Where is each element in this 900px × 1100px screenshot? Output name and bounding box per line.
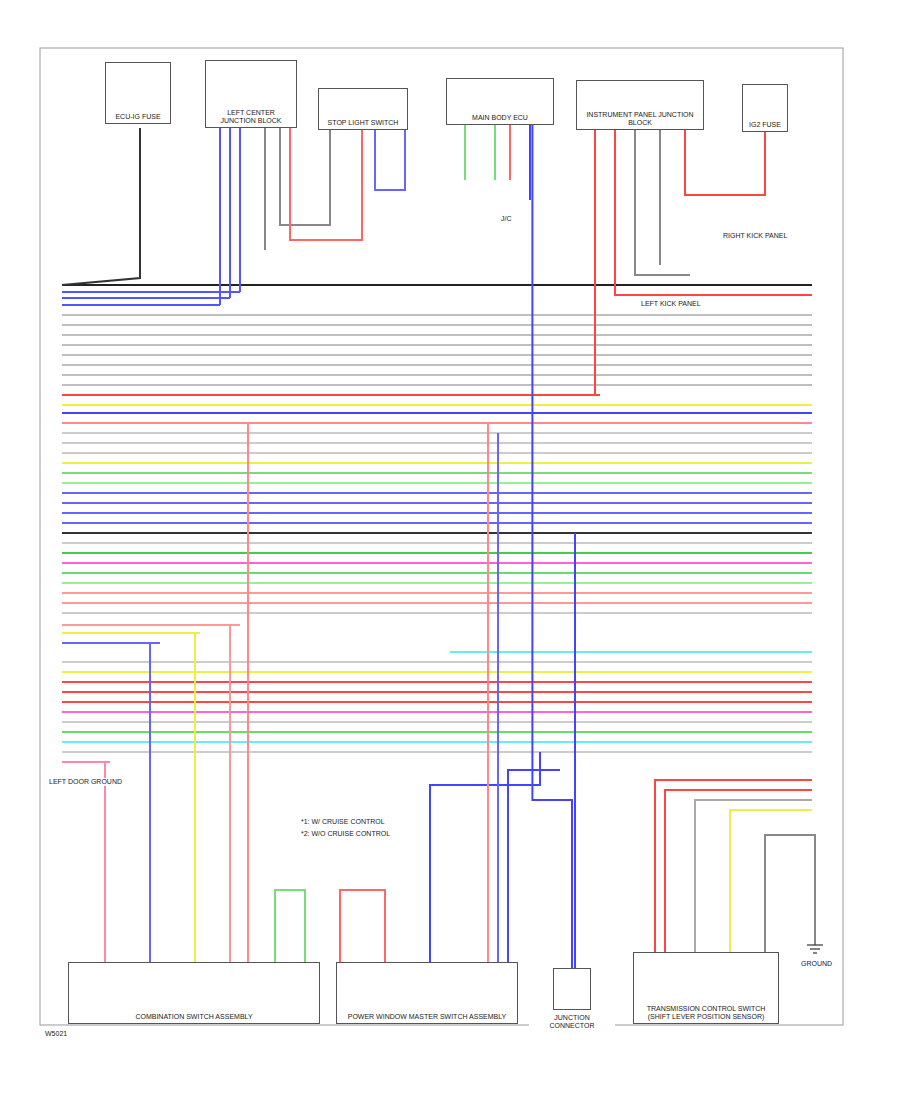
wiring-note: W5021	[44, 1030, 68, 1038]
wiring-note: RIGHT KICK PANEL	[722, 232, 788, 240]
wiring-note: LEFT KICK PANEL	[640, 300, 702, 308]
component-name: ECU-IG FUSE	[106, 111, 170, 123]
ground-symbol	[807, 945, 823, 953]
component-box: COMBINATION SWITCH ASSEMBLY	[68, 962, 320, 1024]
component-name: LEFT CENTER JUNCTION BLOCK	[206, 107, 296, 127]
component-box: JUNCTION CONNECTOR	[553, 968, 591, 1010]
component-name: MAIN BODY ECU	[447, 112, 553, 124]
component-box: STOP LIGHT SWITCH	[318, 88, 408, 130]
component-name: IG2 FUSE	[743, 119, 787, 131]
wiring-note: GROUND	[800, 960, 833, 968]
wire-connector	[532, 125, 572, 968]
component-name: STOP LIGHT SWITCH	[319, 117, 407, 129]
component-box: ECU-IG FUSE	[105, 62, 171, 124]
wiring-note: *2: W/O CRUISE CONTROL	[300, 830, 391, 838]
component-name: TRANSMISSION CONTROL SWITCH (SHIFT LEVER…	[634, 1003, 778, 1023]
component-box: IG2 FUSE	[742, 84, 788, 132]
component-name: JUNCTION CONNECTOR	[529, 1012, 615, 1032]
wiring-note: *1: W/ CRUISE CONTROL	[300, 818, 386, 826]
component-box: MAIN BODY ECU	[446, 78, 554, 125]
component-box: INSTRUMENT PANEL JUNCTION BLOCK	[576, 80, 704, 130]
component-name: POWER WINDOW MASTER SWITCH ASSEMBLY	[337, 1011, 517, 1023]
branch-wires	[62, 125, 815, 968]
component-box: LEFT CENTER JUNCTION BLOCK	[205, 60, 297, 128]
component-box: POWER WINDOW MASTER SWITCH ASSEMBLY	[336, 962, 518, 1024]
frame	[40, 48, 843, 1025]
wiring-note: LEFT DOOR GROUND	[48, 778, 123, 786]
component-name: INSTRUMENT PANEL JUNCTION BLOCK	[577, 109, 703, 129]
component-box: TRANSMISSION CONTROL SWITCH (SHIFT LEVER…	[633, 952, 779, 1024]
wiring-note: J/C	[500, 215, 513, 223]
bus-wires	[62, 285, 812, 762]
component-name: COMBINATION SWITCH ASSEMBLY	[69, 1011, 319, 1023]
